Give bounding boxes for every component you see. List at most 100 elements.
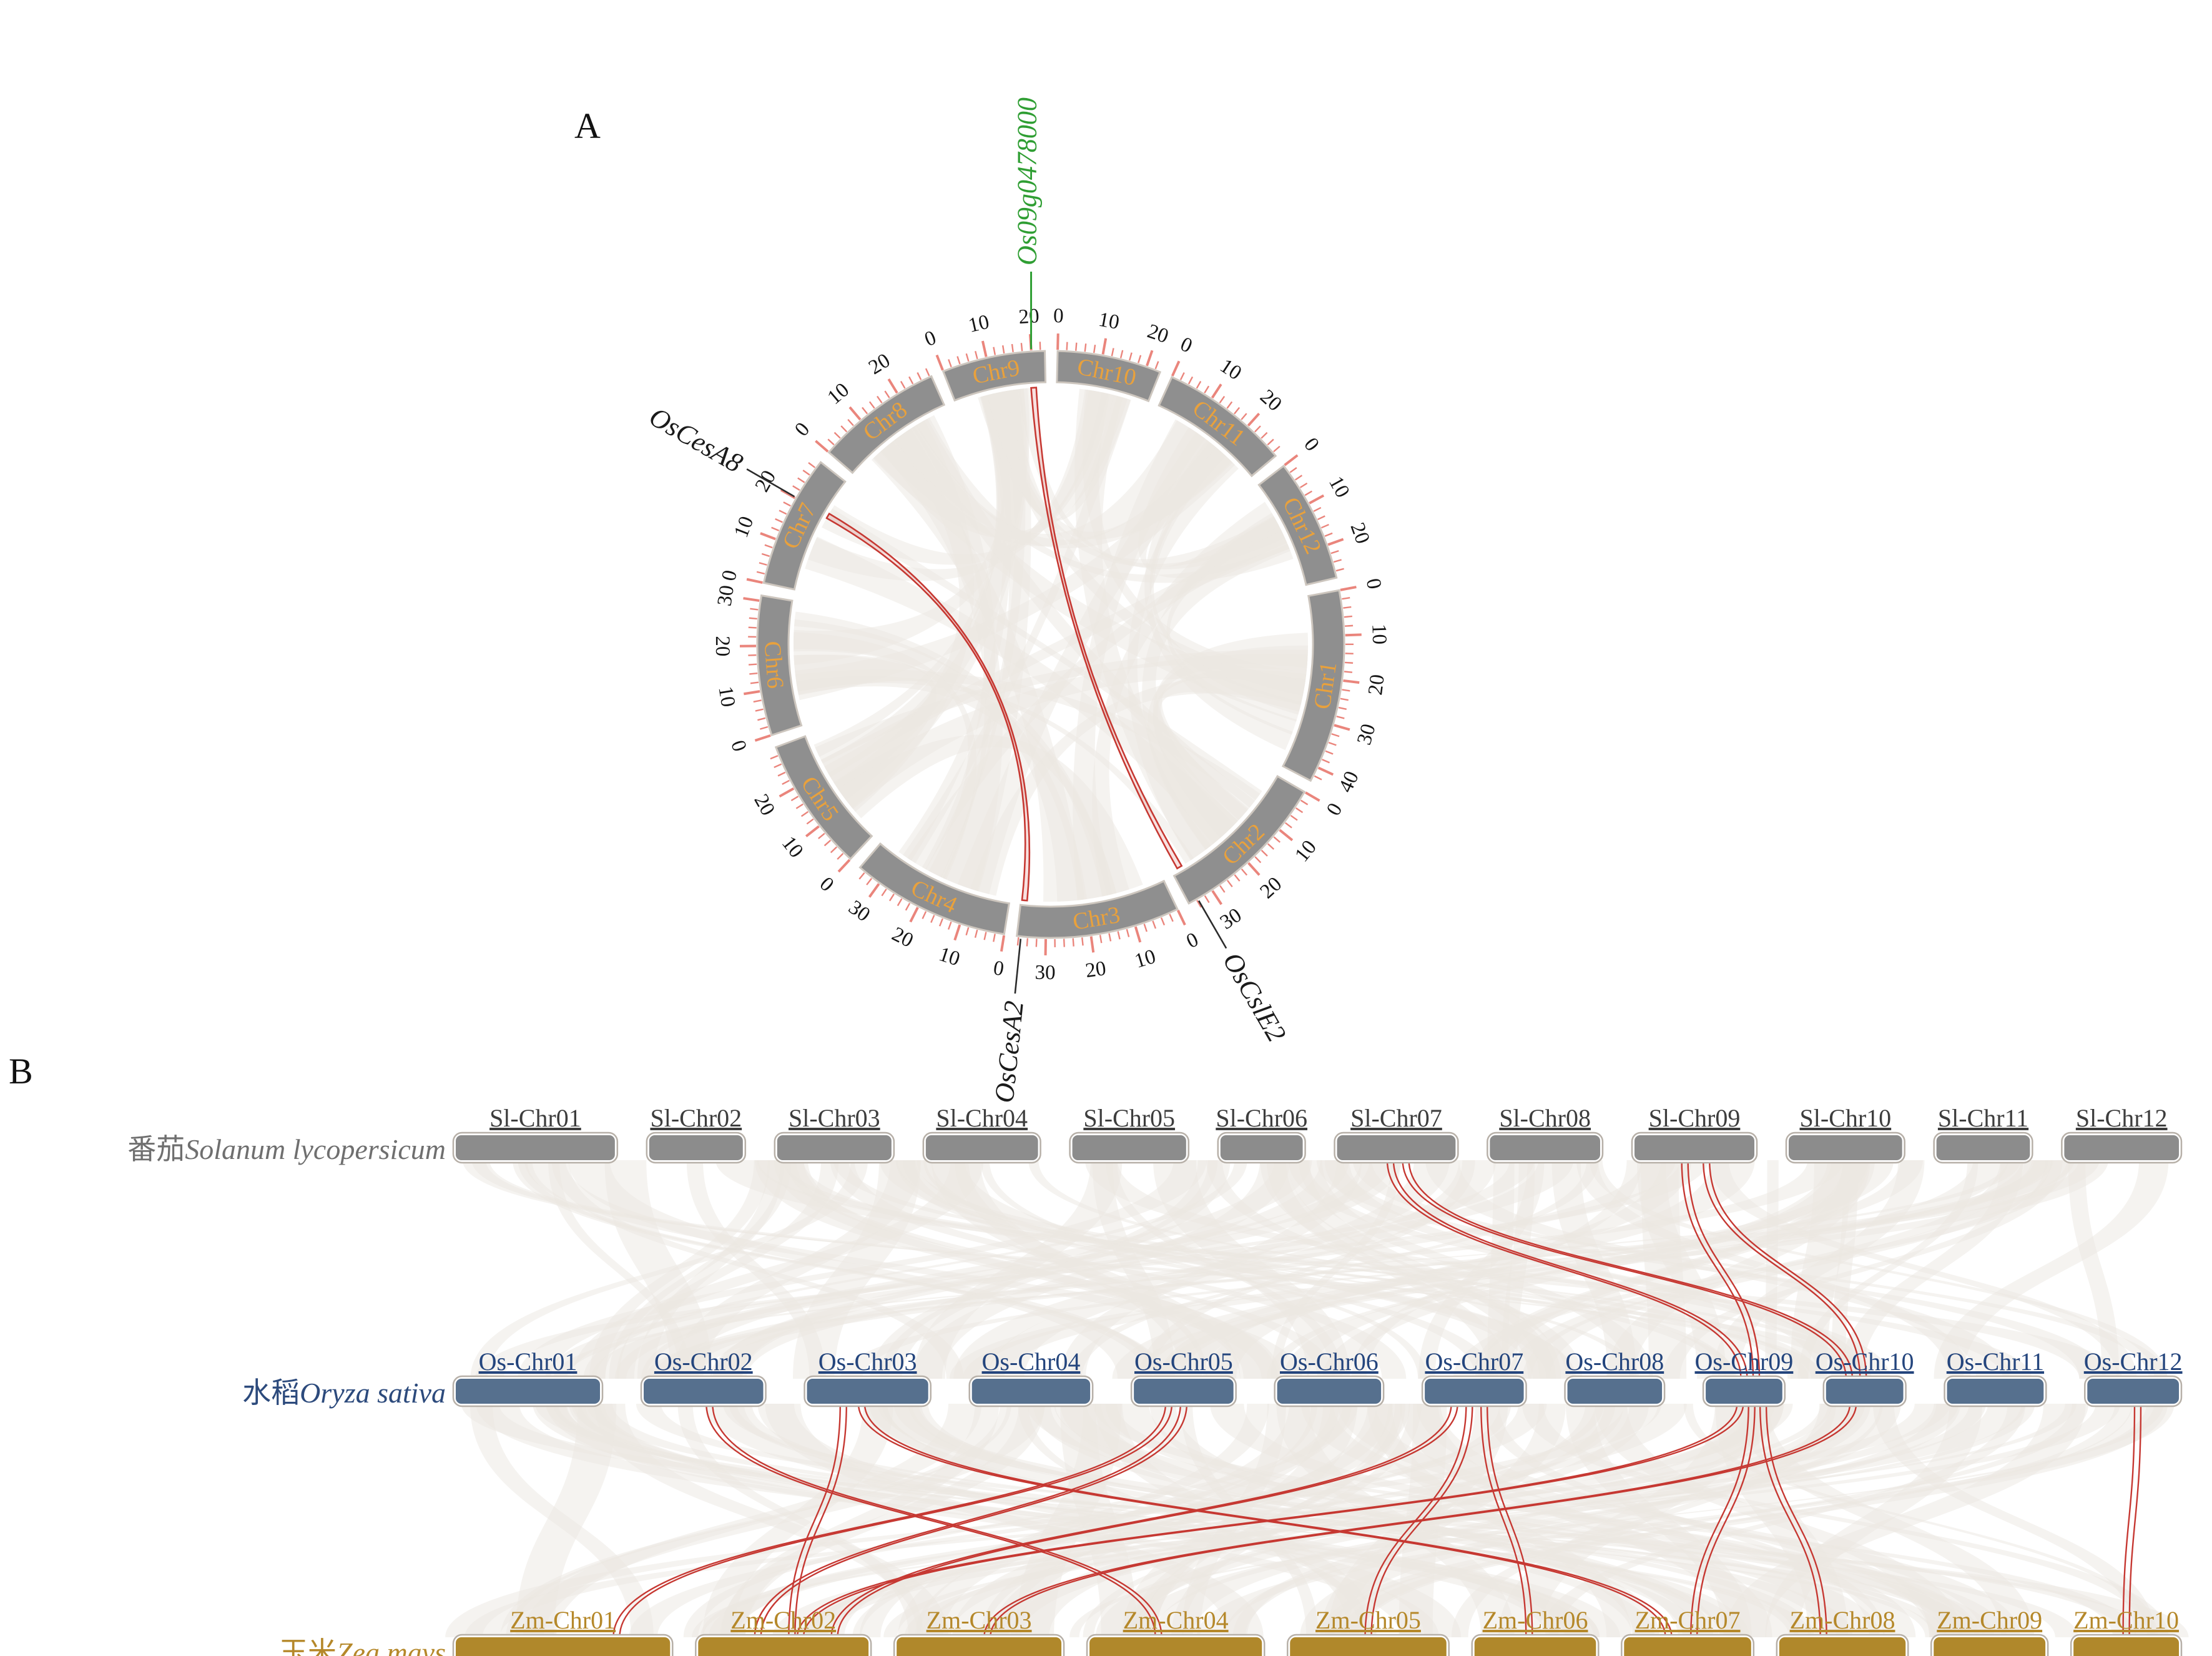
synteny-ribbon — [686, 1160, 826, 1379]
synteny-ribbon — [614, 1160, 1392, 1379]
circos-tick — [905, 902, 911, 911]
chromosome-label: Os-Chr08 — [1565, 1348, 1664, 1376]
circos-tick-label: 20 — [711, 636, 734, 656]
chromosome-label: Sl-Chr06 — [1216, 1104, 1307, 1132]
circos-tick — [868, 883, 880, 898]
circos-tick — [800, 811, 809, 817]
highlight-link — [705, 1403, 1156, 1638]
circos-chromosome-band — [774, 735, 873, 860]
chromosome-bar — [1290, 1637, 1447, 1656]
circos-tick — [877, 395, 883, 403]
circos-tick-label: 20 — [751, 466, 781, 496]
synteny-ribbon — [1565, 1404, 1752, 1637]
highlight-link — [2128, 1403, 2142, 1638]
circos-tick-label: 10 — [1290, 836, 1321, 866]
synteny-ribbon — [604, 1160, 712, 1379]
circos-tick — [818, 832, 825, 839]
circos-synteny-ribbon — [873, 392, 1128, 539]
circos-tick — [749, 617, 757, 620]
circos-tick-label: 0 — [922, 327, 940, 352]
circos-tick — [833, 431, 841, 439]
synteny-ribbon — [1210, 1404, 1979, 1637]
circos-tick — [935, 354, 944, 371]
circos-tick — [761, 553, 770, 557]
synteny-ribbon — [786, 1160, 1335, 1379]
circos-tick — [1309, 494, 1325, 505]
chromosome-bar — [1134, 1379, 1234, 1404]
species-latin-rice: Oryza sativa — [300, 1377, 446, 1409]
species-cn-rice: 水稻 — [242, 1377, 300, 1409]
synteny-ribbon — [533, 1404, 1600, 1637]
synteny-ribbon — [465, 1404, 1950, 1637]
species-cn-maize: 玉米 — [278, 1637, 337, 1656]
circos-tick — [1254, 856, 1262, 864]
synteny-ribbon — [1683, 1404, 2158, 1637]
circos-tick — [1342, 689, 1350, 692]
circos-tick — [965, 353, 970, 362]
highlight-link — [788, 1403, 841, 1638]
circos-tick — [1327, 538, 1344, 546]
circos-chromosome-band — [1257, 464, 1338, 586]
circos-tick — [1336, 716, 1345, 719]
circos-synteny-ribbon — [833, 420, 975, 812]
chromosome-label: Zm-Chr05 — [1315, 1606, 1421, 1634]
circos-tick — [779, 510, 787, 515]
chromosome-bar — [1425, 1379, 1524, 1404]
chromosome-bar — [456, 1379, 601, 1404]
synteny-ribbon — [1351, 1160, 1642, 1379]
synteny-ribbon — [609, 1160, 792, 1379]
circos-tick — [858, 872, 865, 880]
synteny-ribbon — [506, 1404, 1045, 1637]
species-latin-maize: Zea mays — [336, 1637, 446, 1656]
gene-label: OsCslE2 — [1217, 947, 1292, 1047]
circos-tick — [1219, 885, 1226, 893]
circos-tick-label: 10 — [1132, 945, 1158, 973]
highlight-link — [802, 1403, 1744, 1638]
circos-tick — [1247, 862, 1261, 876]
circos-synteny-ribbon — [915, 417, 1294, 583]
synteny-ribbon — [641, 1160, 1312, 1379]
circos-tick-label: 30 — [714, 584, 739, 608]
circos-tick — [1119, 350, 1124, 358]
synteny-ribbon — [524, 1160, 1303, 1379]
gene-leader-line — [1197, 900, 1227, 949]
synteny-ribbon — [903, 1160, 1576, 1379]
circos-tick — [777, 771, 786, 777]
circos-tick — [1343, 679, 1360, 684]
circos-tick — [1273, 836, 1281, 843]
synteny-ribbon — [553, 1160, 2021, 1379]
highlight-link — [830, 1403, 1452, 1638]
highlight-link — [712, 1403, 1163, 1638]
synteny-ribbon — [898, 1404, 1269, 1637]
circos-tick — [1254, 425, 1261, 433]
circos-synteny-ribbon — [1030, 387, 1183, 870]
chromosome-label: Sl-Chr08 — [1499, 1104, 1591, 1132]
circos-tick — [1072, 938, 1074, 947]
circos-tick — [1333, 559, 1342, 563]
circos-tick — [775, 518, 783, 523]
circos-tick — [744, 690, 760, 696]
chromosome-label: Zm-Chr01 — [510, 1606, 616, 1634]
synteny-ribbon — [712, 1160, 1349, 1379]
chromosome-label: Os-Chr09 — [1695, 1348, 1794, 1376]
circos-tick — [802, 470, 810, 476]
highlight-link — [1696, 1403, 1756, 1638]
circos-tick — [1089, 936, 1095, 953]
circos-tick — [1314, 775, 1322, 781]
circos-tick — [956, 356, 961, 365]
circos-tick — [750, 608, 759, 611]
synteny-ribbon — [1106, 1160, 1343, 1379]
chromosome-bar — [807, 1379, 928, 1404]
highlight-link — [1703, 1160, 1861, 1379]
circos-tick — [780, 488, 796, 500]
chromosome-bar — [1934, 1637, 2046, 1656]
circos-tick — [948, 359, 952, 368]
circos-tick — [862, 407, 868, 415]
circos-tick-label: 0 — [1183, 929, 1202, 954]
circos-tick — [1138, 355, 1142, 363]
circos-tick — [900, 380, 906, 389]
circos-tick — [1322, 759, 1330, 764]
circos-tick — [1081, 937, 1084, 946]
circos-tick — [1313, 506, 1322, 512]
